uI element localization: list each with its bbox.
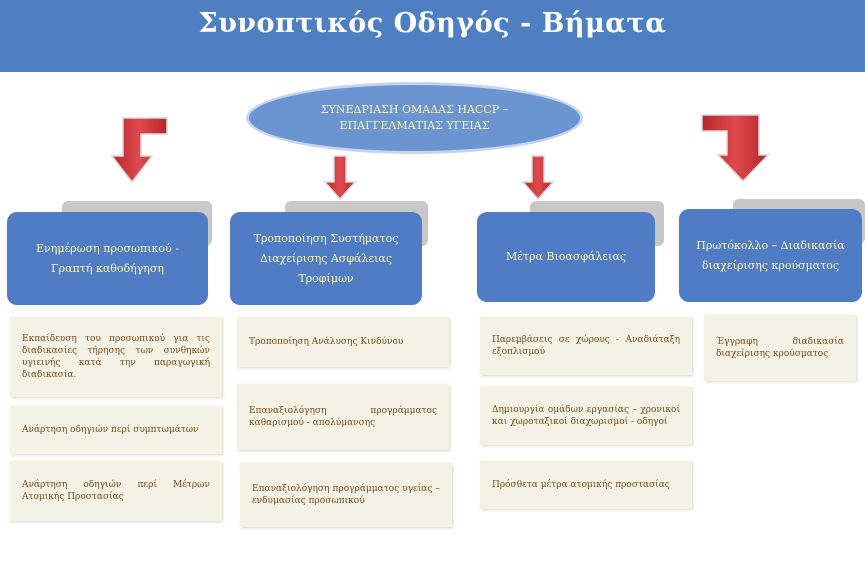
step-card: Τροποποίηση Ανάλυσης Κινδύνου	[237, 317, 449, 367]
step-card: Επαναξιολόγηση προγράμματος υγείας – ενδ…	[240, 463, 452, 527]
category-box-staff: Ενημέρωση προσωπικού - Γραπτή καθοδήγηση	[7, 212, 208, 305]
step-text: Πρόσθετα μέτρα ατομικής προστασίας	[492, 480, 670, 490]
step-card: Επαναξιολόγηση προγράμματος καθαρισμού -…	[237, 384, 449, 450]
category-label: Τροποποίηση Συστήματος Διαχείρισης Ασφάλ…	[253, 231, 399, 285]
step-text: Δημιουργία ομάδων εργασίας – χρονικοί κα…	[492, 405, 680, 427]
step-card: Παρεμβάσεις σε χώρους - Αναδιάταξη εξοπλ…	[480, 317, 692, 375]
step-card: Πρόσθετα μέτρα ατομικής προστασίας	[480, 461, 692, 509]
title-banner: Συνοπτικός Οδηγός - Βήματα	[0, 0, 865, 72]
step-text: Επαναξιολόγηση προγράμματος υγείας – ενδ…	[252, 484, 440, 506]
step-text: Ανάρτηση οδηγιών περί συμπτωμάτων	[22, 425, 199, 435]
bent-arrow-right-icon	[701, 114, 770, 183]
bent-arrow-left-icon	[110, 117, 168, 184]
step-card: Εκπαίδευση του προσωπικού για τις διαδικ…	[10, 317, 222, 397]
category-label: Ενημέρωση προσωπικού - Γραπτή καθοδήγηση	[36, 241, 179, 275]
step-text: Ανάρτηση οδηγιών περί Μέτρων Ατομικής Πρ…	[22, 480, 210, 502]
step-card: Ανάρτηση οδηγιών περί Μέτρων Ατομικής Πρ…	[10, 461, 222, 521]
central-node: ΣΥΝΕΔΡΙΑΣΗ ΟΜΑΔΑΣ HACCP – ΕΠΑΓΓΕΛΜΑΤΙΑΣ …	[246, 82, 583, 154]
down-arrow-icon	[323, 155, 357, 201]
step-text: Τροποποίηση Ανάλυσης Κινδύνου	[249, 337, 404, 347]
category-box-biosecurity: Μέτρα Βιοασφάλειας	[477, 212, 655, 302]
central-node-line-1: ΣΥΝΕΔΡΙΑΣΗ ΟΜΑΔΑΣ HACCP –	[320, 103, 509, 116]
step-card: Δημιουργία ομάδων εργασίας – χρονικοί κα…	[480, 387, 692, 445]
page-title: Συνοπτικός Οδηγός - Βήματα	[198, 8, 667, 39]
step-text: Επαναξιολόγηση προγράμματος καθαρισμού -…	[249, 406, 437, 428]
category-box-fsms: Τροποποίηση Συστήματος Διαχείρισης Ασφάλ…	[230, 212, 422, 305]
step-text: Παρεμβάσεις σε χώρους - Αναδιάταξη εξοπλ…	[492, 335, 680, 357]
step-card: Έγγραφη διαδικασία διαχείρισης κρούσματο…	[704, 315, 856, 381]
step-card: Ανάρτηση οδηγιών περί συμπτωμάτων	[10, 406, 222, 454]
category-label: Πρωτόκολλο – Διαδικασία διαχείρισης κρού…	[696, 238, 845, 272]
category-label: Μέτρα Βιοασφάλειας	[505, 250, 627, 263]
central-node-line-2: ΕΠΑΓΓΕΛΜΑΤΙΑΣ ΥΓΕΙΑΣ	[339, 119, 490, 132]
step-text: Εκπαίδευση του προσωπικού για τις διαδικ…	[22, 334, 210, 380]
step-text: Έγγραφη διαδικασία διαχείρισης κρούσματο…	[716, 337, 844, 359]
category-box-protocol: Πρωτόκολλο – Διαδικασία διαχείρισης κρού…	[679, 209, 862, 302]
down-arrow-icon	[521, 155, 555, 201]
